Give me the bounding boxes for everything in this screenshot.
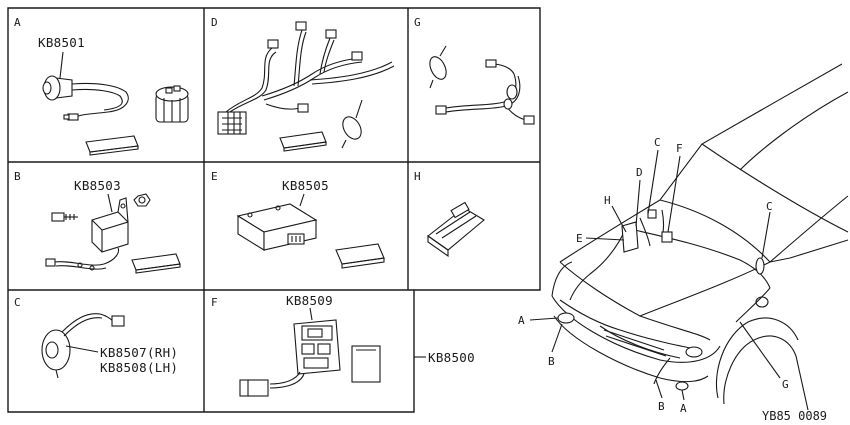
control-unit-illustration [236, 203, 318, 251]
nut-illustration [133, 193, 151, 207]
callout-c-right: C [766, 200, 773, 213]
callout-h: H [604, 194, 611, 207]
callout-c-top: C [654, 136, 661, 149]
part-number-lh: KB8508(LH) [100, 360, 178, 375]
relay-illustration [91, 197, 129, 253]
pad-illustration [351, 345, 381, 383]
bolt-illustration [51, 212, 78, 222]
assembly-part-number: KB8500 [428, 350, 475, 365]
switch-illustration [293, 319, 341, 375]
panel-e: E KB8505 [211, 170, 385, 269]
panel-h: H [414, 170, 485, 258]
panel-a: A KB8501 [14, 16, 189, 156]
wire-illustration [45, 247, 120, 271]
callout-b-bottom: B [658, 400, 665, 413]
panel-d: D [211, 16, 395, 152]
harness-illustration [217, 21, 395, 135]
panel-letter: E [211, 170, 218, 183]
callout-e: E [576, 232, 583, 245]
connector-illustration [155, 85, 189, 123]
panel-c: C KB8507(RH) KB8508(LH) [14, 296, 178, 379]
panel-letter: C [14, 296, 21, 309]
car-callouts: C F D H E C A B B A G [518, 136, 789, 415]
parts-frame [7, 7, 541, 413]
pad-illustration [131, 253, 181, 274]
horn-switch-illustration [42, 75, 129, 121]
car-illustration [551, 63, 849, 411]
callout-a-left: A [518, 314, 525, 327]
figure-id: YB85 0089 [762, 409, 827, 423]
callout-a-bottom: A [680, 402, 687, 415]
panel-f: F KB8509 [211, 293, 381, 397]
panel-letter: A [14, 16, 21, 29]
panel-letter: H [414, 170, 421, 183]
panel-letter: G [414, 16, 421, 29]
panel-b: B KB8503 [14, 170, 181, 274]
pad-illustration [335, 243, 385, 269]
clip-illustration [429, 45, 447, 89]
pad-illustration [279, 131, 327, 152]
callout-f: F [676, 142, 683, 155]
panel-letter: F [211, 296, 218, 309]
horn-illustration [41, 313, 125, 379]
wire-illustration [239, 371, 305, 397]
callout-g: G [782, 378, 789, 391]
part-number: KB8509 [286, 293, 333, 308]
sensor-harness-illustration [435, 59, 535, 125]
panel-letter: B [14, 170, 21, 183]
clip-illustration [341, 99, 363, 149]
part-number-rh: KB8507(RH) [100, 345, 178, 360]
panel-g: G [414, 16, 535, 125]
connector-illustration [427, 201, 485, 258]
pad-illustration [85, 135, 139, 156]
part-number: KB8505 [282, 178, 329, 193]
part-number: KB8501 [38, 35, 85, 50]
callout-d: D [636, 166, 643, 179]
part-number: KB8503 [74, 178, 121, 193]
panel-letter: D [211, 16, 218, 29]
callout-b-left: B [548, 355, 555, 368]
